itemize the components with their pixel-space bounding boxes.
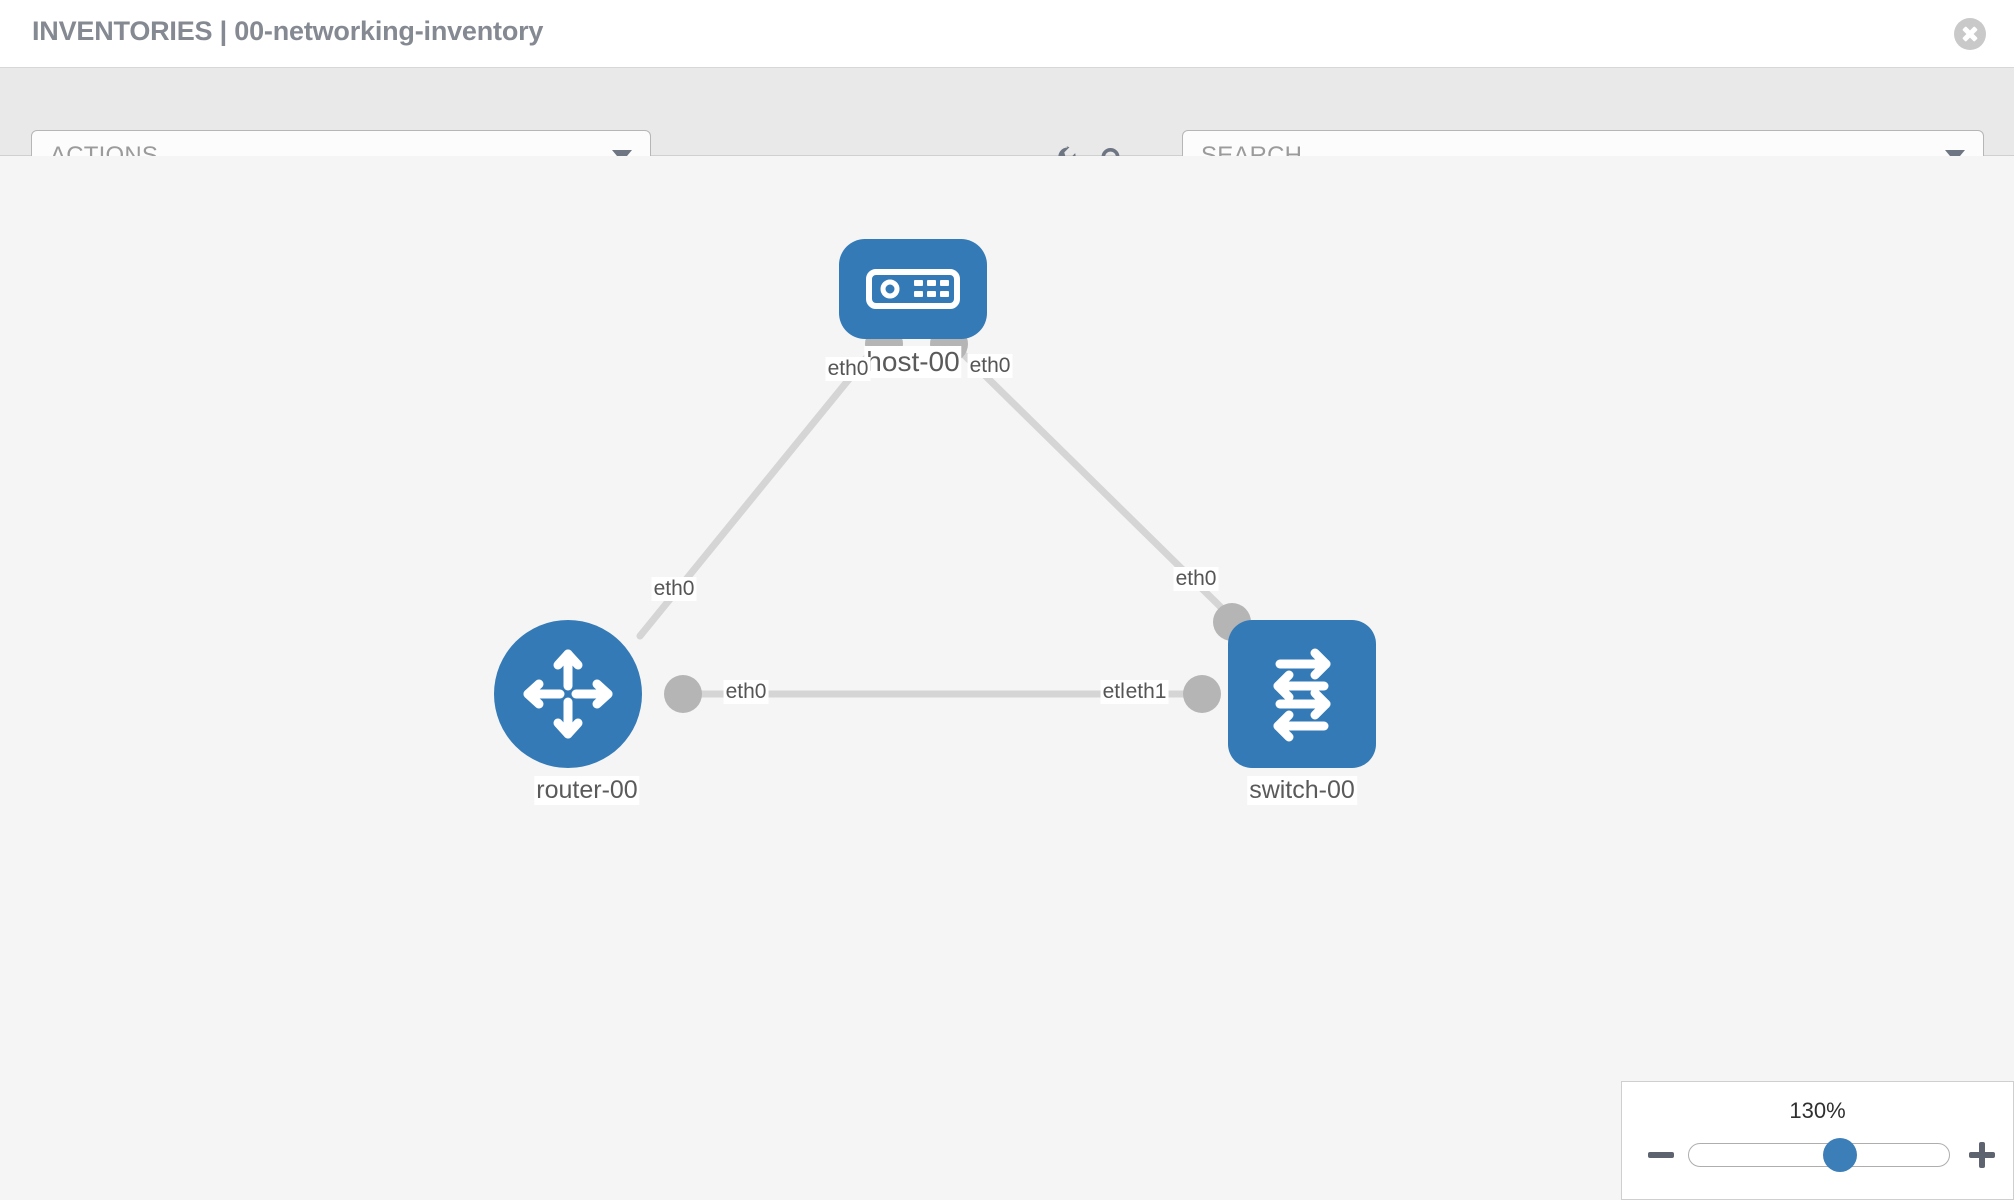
edge-label-switch-up: eth0 (1173, 567, 1219, 591)
edge-label-host-right: eth0 (967, 354, 1013, 378)
zoom-slider-thumb[interactable] (1822, 1138, 1857, 1172)
zoom-control: 130% (1621, 1081, 2014, 1200)
edge-label-router-right: eth0 (723, 680, 769, 704)
edge-label-switch-left-eth1: eth1 (1123, 680, 1169, 704)
server-icon (866, 269, 960, 309)
node-switch-00-label: switch-00 (1247, 776, 1357, 805)
zoom-out-button[interactable] (1644, 1138, 1678, 1172)
zoom-in-button[interactable] (1965, 1138, 1999, 1172)
switch-arrows-icon (1273, 648, 1331, 742)
node-host-00-label: host-00 (864, 346, 962, 378)
page-title: INVENTORIES | 00-networking-inventory (32, 16, 544, 46)
node-host-00-shape[interactable] (839, 239, 987, 339)
topology-edges (636, 342, 1244, 698)
node-switch-00-shape[interactable] (1228, 620, 1376, 768)
zoom-slider[interactable] (1688, 1138, 1950, 1172)
toolbar: ACTIONS SEARCH (0, 68, 2014, 182)
node-router-00-label: router-00 (534, 776, 640, 805)
port-switch-left[interactable] (1183, 675, 1221, 713)
node-router-00-shape[interactable] (494, 620, 642, 768)
edge-label-router-up: eth0 (651, 577, 697, 601)
topology-canvas[interactable]: host-00 router-00 (0, 156, 2014, 1200)
zoom-level-value: 130% (1789, 1098, 1846, 1123)
edge-label-host-left: eth0 (825, 357, 871, 381)
close-icon[interactable] (1954, 18, 1986, 50)
page-header: INVENTORIES | 00-networking-inventory (0, 0, 2014, 68)
router-arrows-icon (523, 649, 613, 739)
port-router-right[interactable] (664, 675, 702, 713)
